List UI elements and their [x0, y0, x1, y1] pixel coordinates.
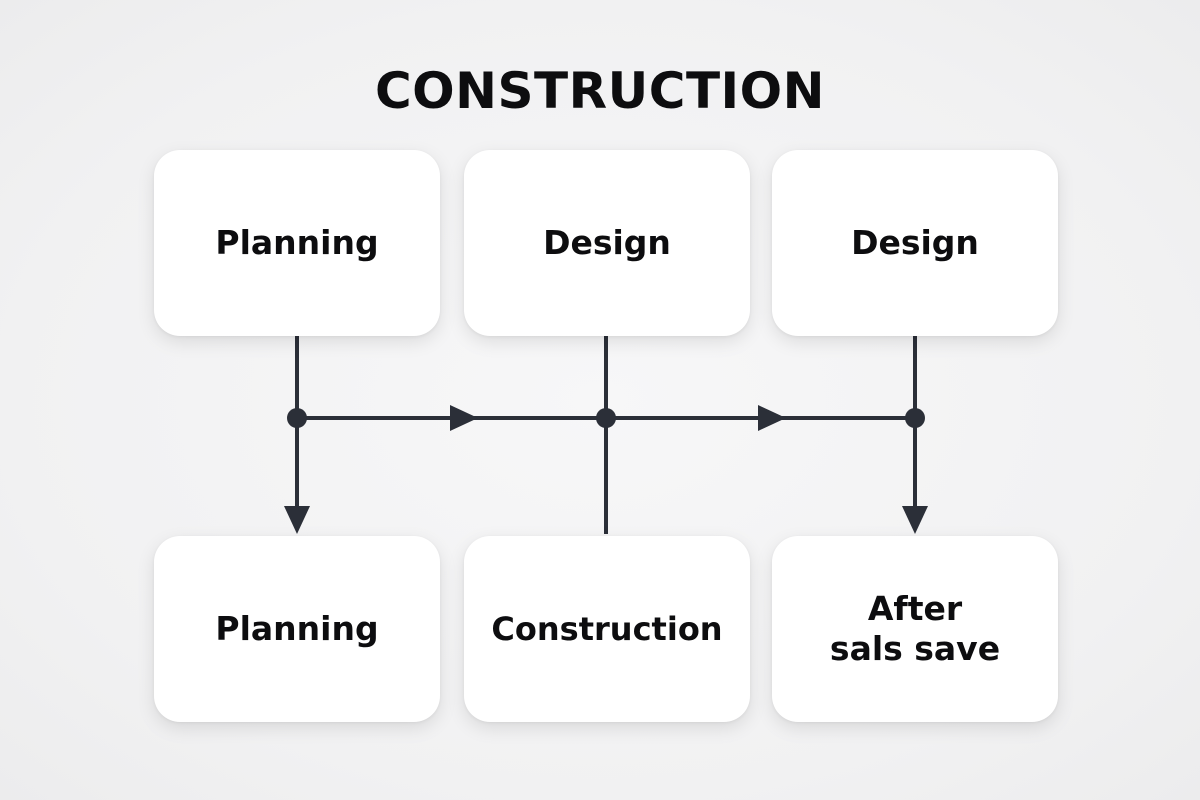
- node-design-top-middle: Design: [464, 150, 750, 336]
- arrowhead-design-right-down: [902, 506, 928, 534]
- node-planning-bottom: Planning: [154, 536, 440, 722]
- node-after-sals-save: After sals save: [772, 536, 1058, 722]
- node-design-top-right: Design: [772, 150, 1058, 336]
- node-construction-bottom: Construction: [464, 536, 750, 722]
- node-planning-top: Planning: [154, 150, 440, 336]
- junction-dot-left: [287, 408, 307, 428]
- junction-dot-middle: [596, 408, 616, 428]
- junction-dot-right: [905, 408, 925, 428]
- arrowhead-bus-first: [450, 405, 478, 431]
- diagram-title: CONSTRUCTION: [374, 62, 826, 120]
- arrowhead-planning-down: [284, 506, 310, 534]
- arrowhead-bus-second: [758, 405, 786, 431]
